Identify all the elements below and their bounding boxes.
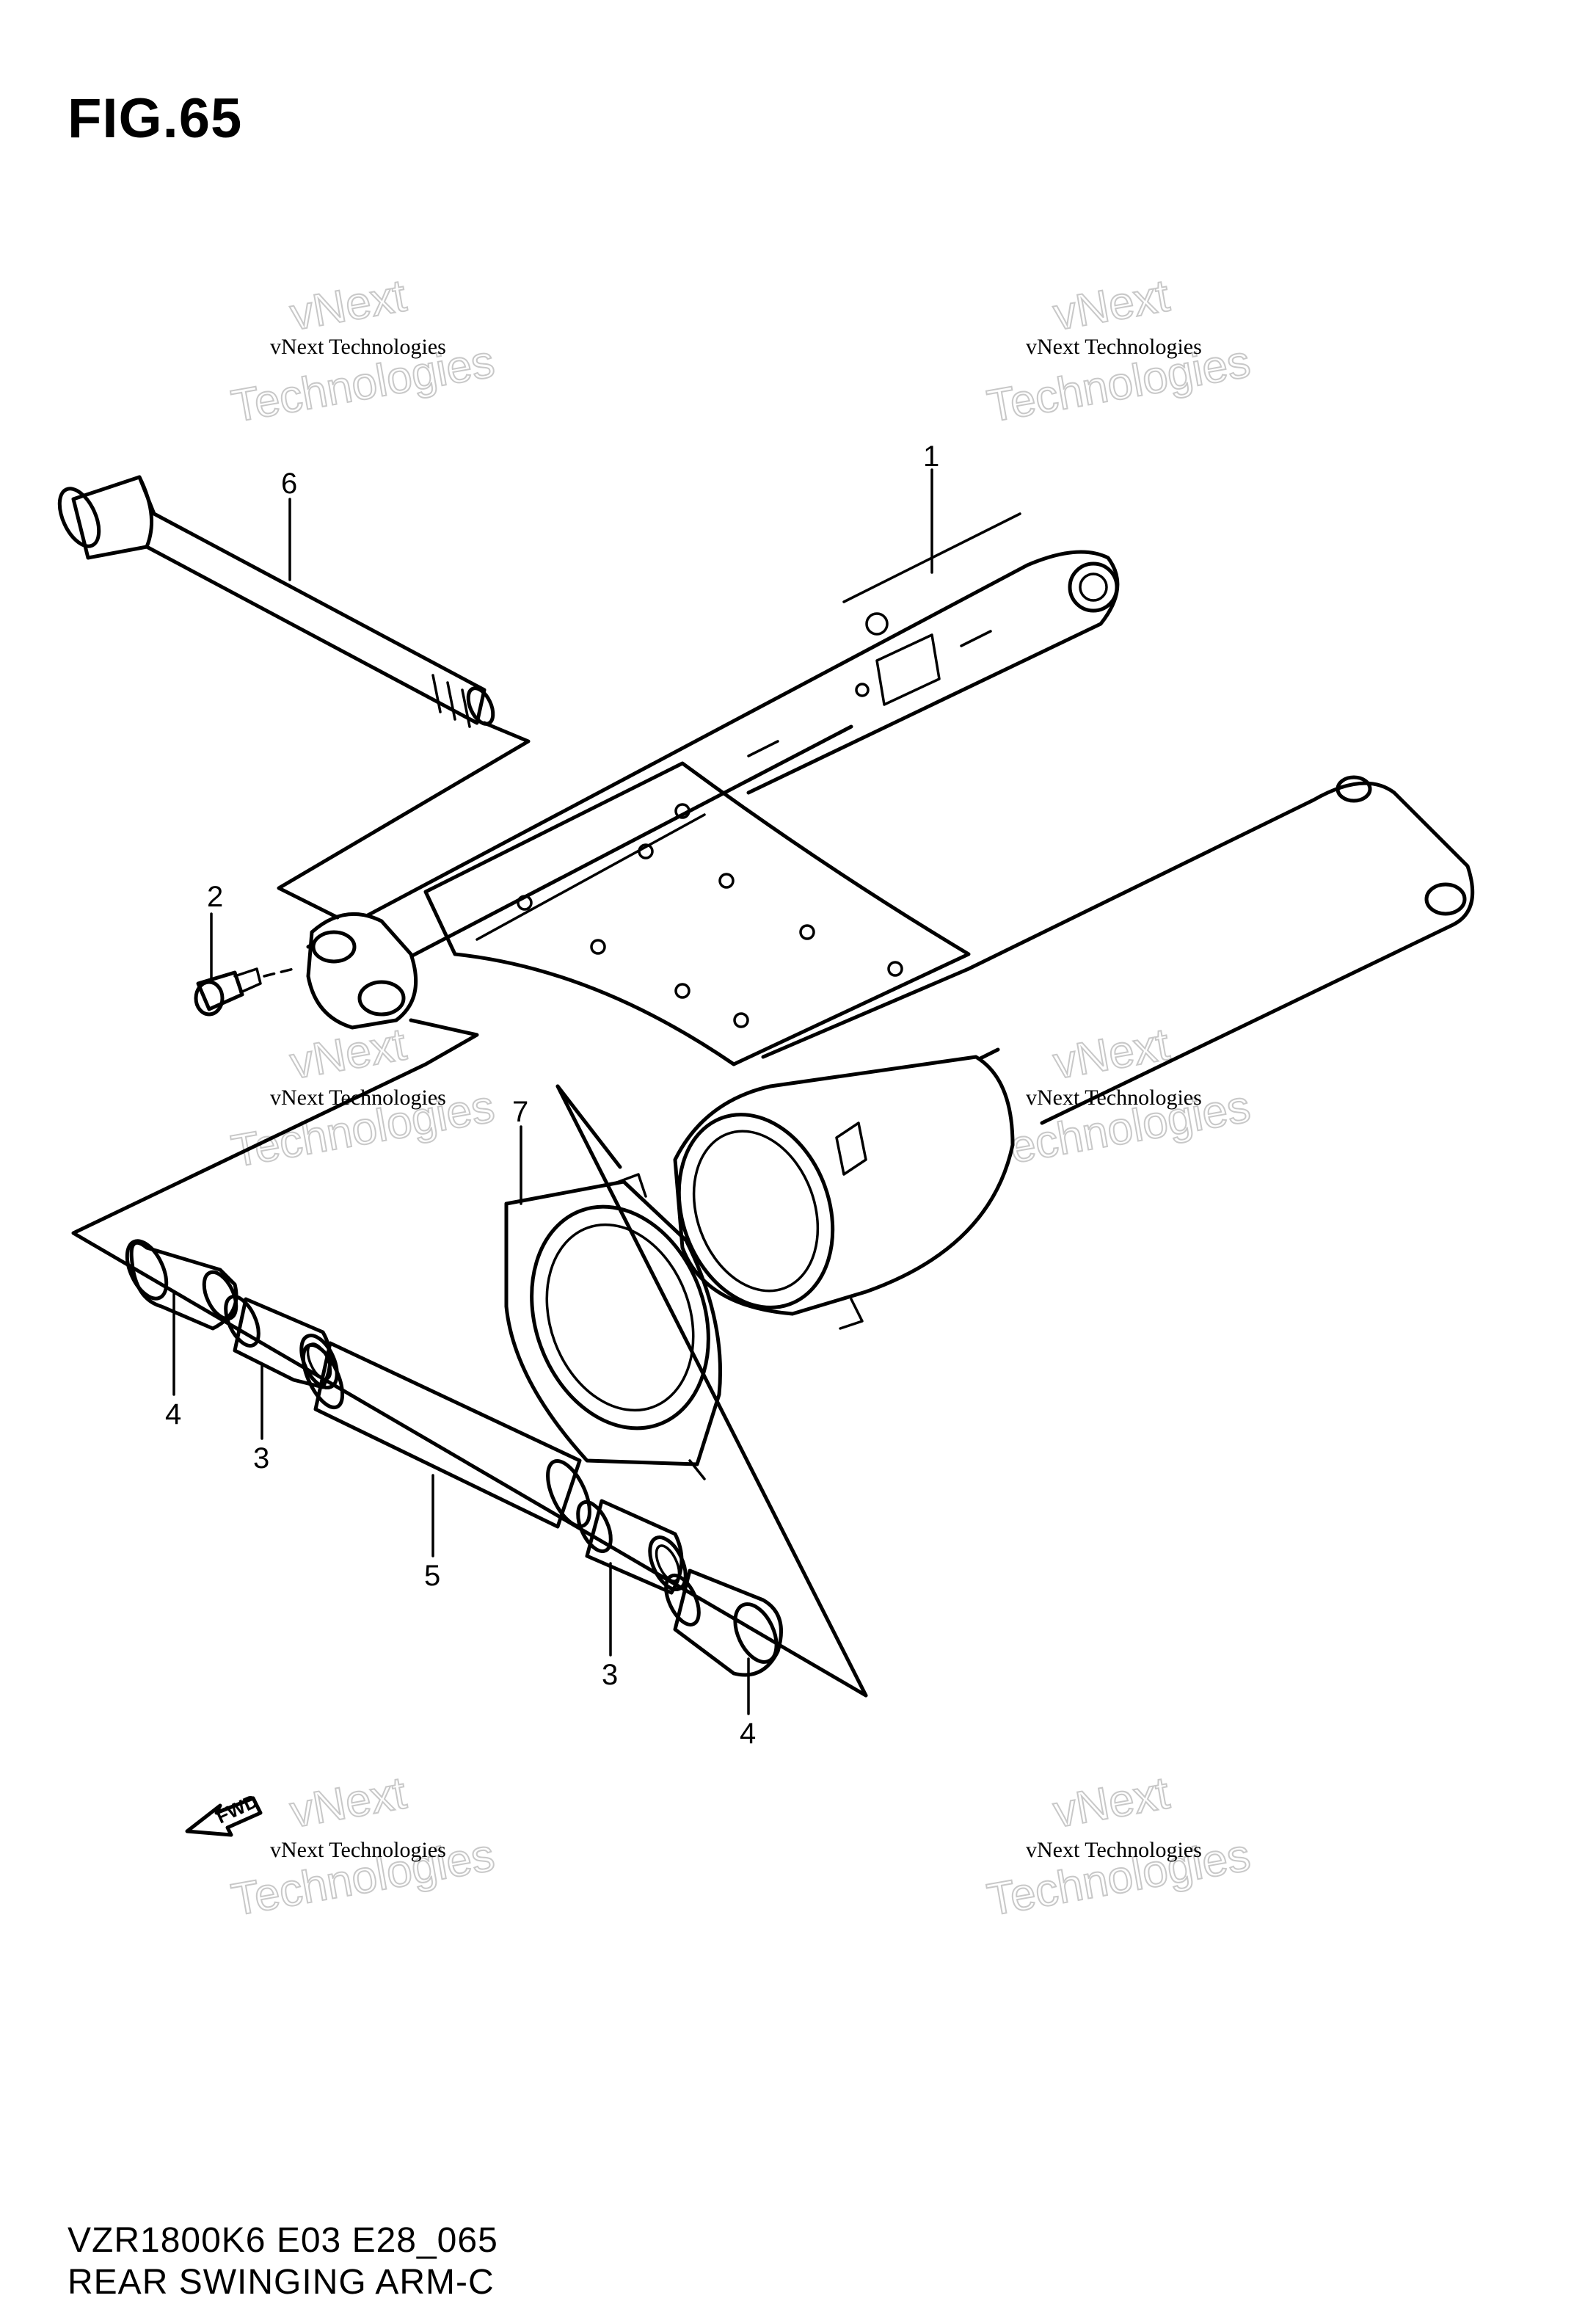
callout-4-right: 4 (740, 1717, 756, 1750)
watermark-mid-right: Technologies vNext vNext Technologies (983, 1018, 1254, 1177)
spacer-tube-part (301, 1341, 591, 1529)
svg-text:vNext Technologies: vNext Technologies (270, 335, 446, 359)
model-code: VZR1800K6 E03 E28_065 (68, 2221, 498, 2260)
swing-arm-part (306, 512, 1475, 1330)
callout-2: 2 (207, 881, 223, 913)
callout-leaders (172, 468, 933, 1715)
assembly-lines (71, 721, 868, 1698)
svg-text:vNext: vNext (286, 1767, 409, 1837)
figure-title: FIG.65 (68, 87, 243, 150)
svg-text:vNext: vNext (1049, 1019, 1173, 1088)
watermark-top-right: Technologies vNext vNext Technologies (983, 269, 1254, 432)
needle-bearing-part-right (576, 1499, 688, 1595)
svg-text:vNext Technologies: vNext Technologies (1026, 335, 1202, 359)
watermark-bottom-right: Technologies vNext vNext Technologies (983, 1767, 1254, 1926)
callout-6: 6 (281, 468, 297, 500)
dust-boot-part (504, 1173, 723, 1480)
callout-7: 7 (512, 1096, 528, 1128)
svg-text:vNext: vNext (1049, 270, 1173, 340)
bolt-part (194, 967, 295, 1017)
svg-text:vNext: vNext (1049, 1767, 1173, 1837)
callout-4-left: 4 (165, 1398, 181, 1431)
svg-text:vNext: vNext (286, 1019, 409, 1088)
watermark-top-left: Technologies vNext vNext Technologies (227, 269, 498, 432)
watermark-bottom-left: Technologies vNext vNext Technologies (227, 1767, 498, 1926)
callout-5: 5 (424, 1560, 440, 1592)
collar-part-left (125, 1239, 238, 1331)
svg-text:vNext: vNext (286, 270, 409, 340)
watermark-mid-left: Technologies vNext vNext Technologies (227, 1018, 498, 1177)
forward-arrow-icon: FWD (185, 1789, 263, 1837)
pivot-shaft-part (57, 475, 495, 728)
callout-1: 1 (923, 440, 939, 473)
callout-3-right: 3 (602, 1659, 618, 1691)
svg-text:vNext Technologies: vNext Technologies (270, 1838, 446, 1862)
callout-3-left: 3 (253, 1442, 269, 1475)
svg-text:vNext Technologies: vNext Technologies (1026, 1838, 1202, 1862)
part-group-title: REAR SWINGING ARM-C (68, 2263, 495, 2302)
